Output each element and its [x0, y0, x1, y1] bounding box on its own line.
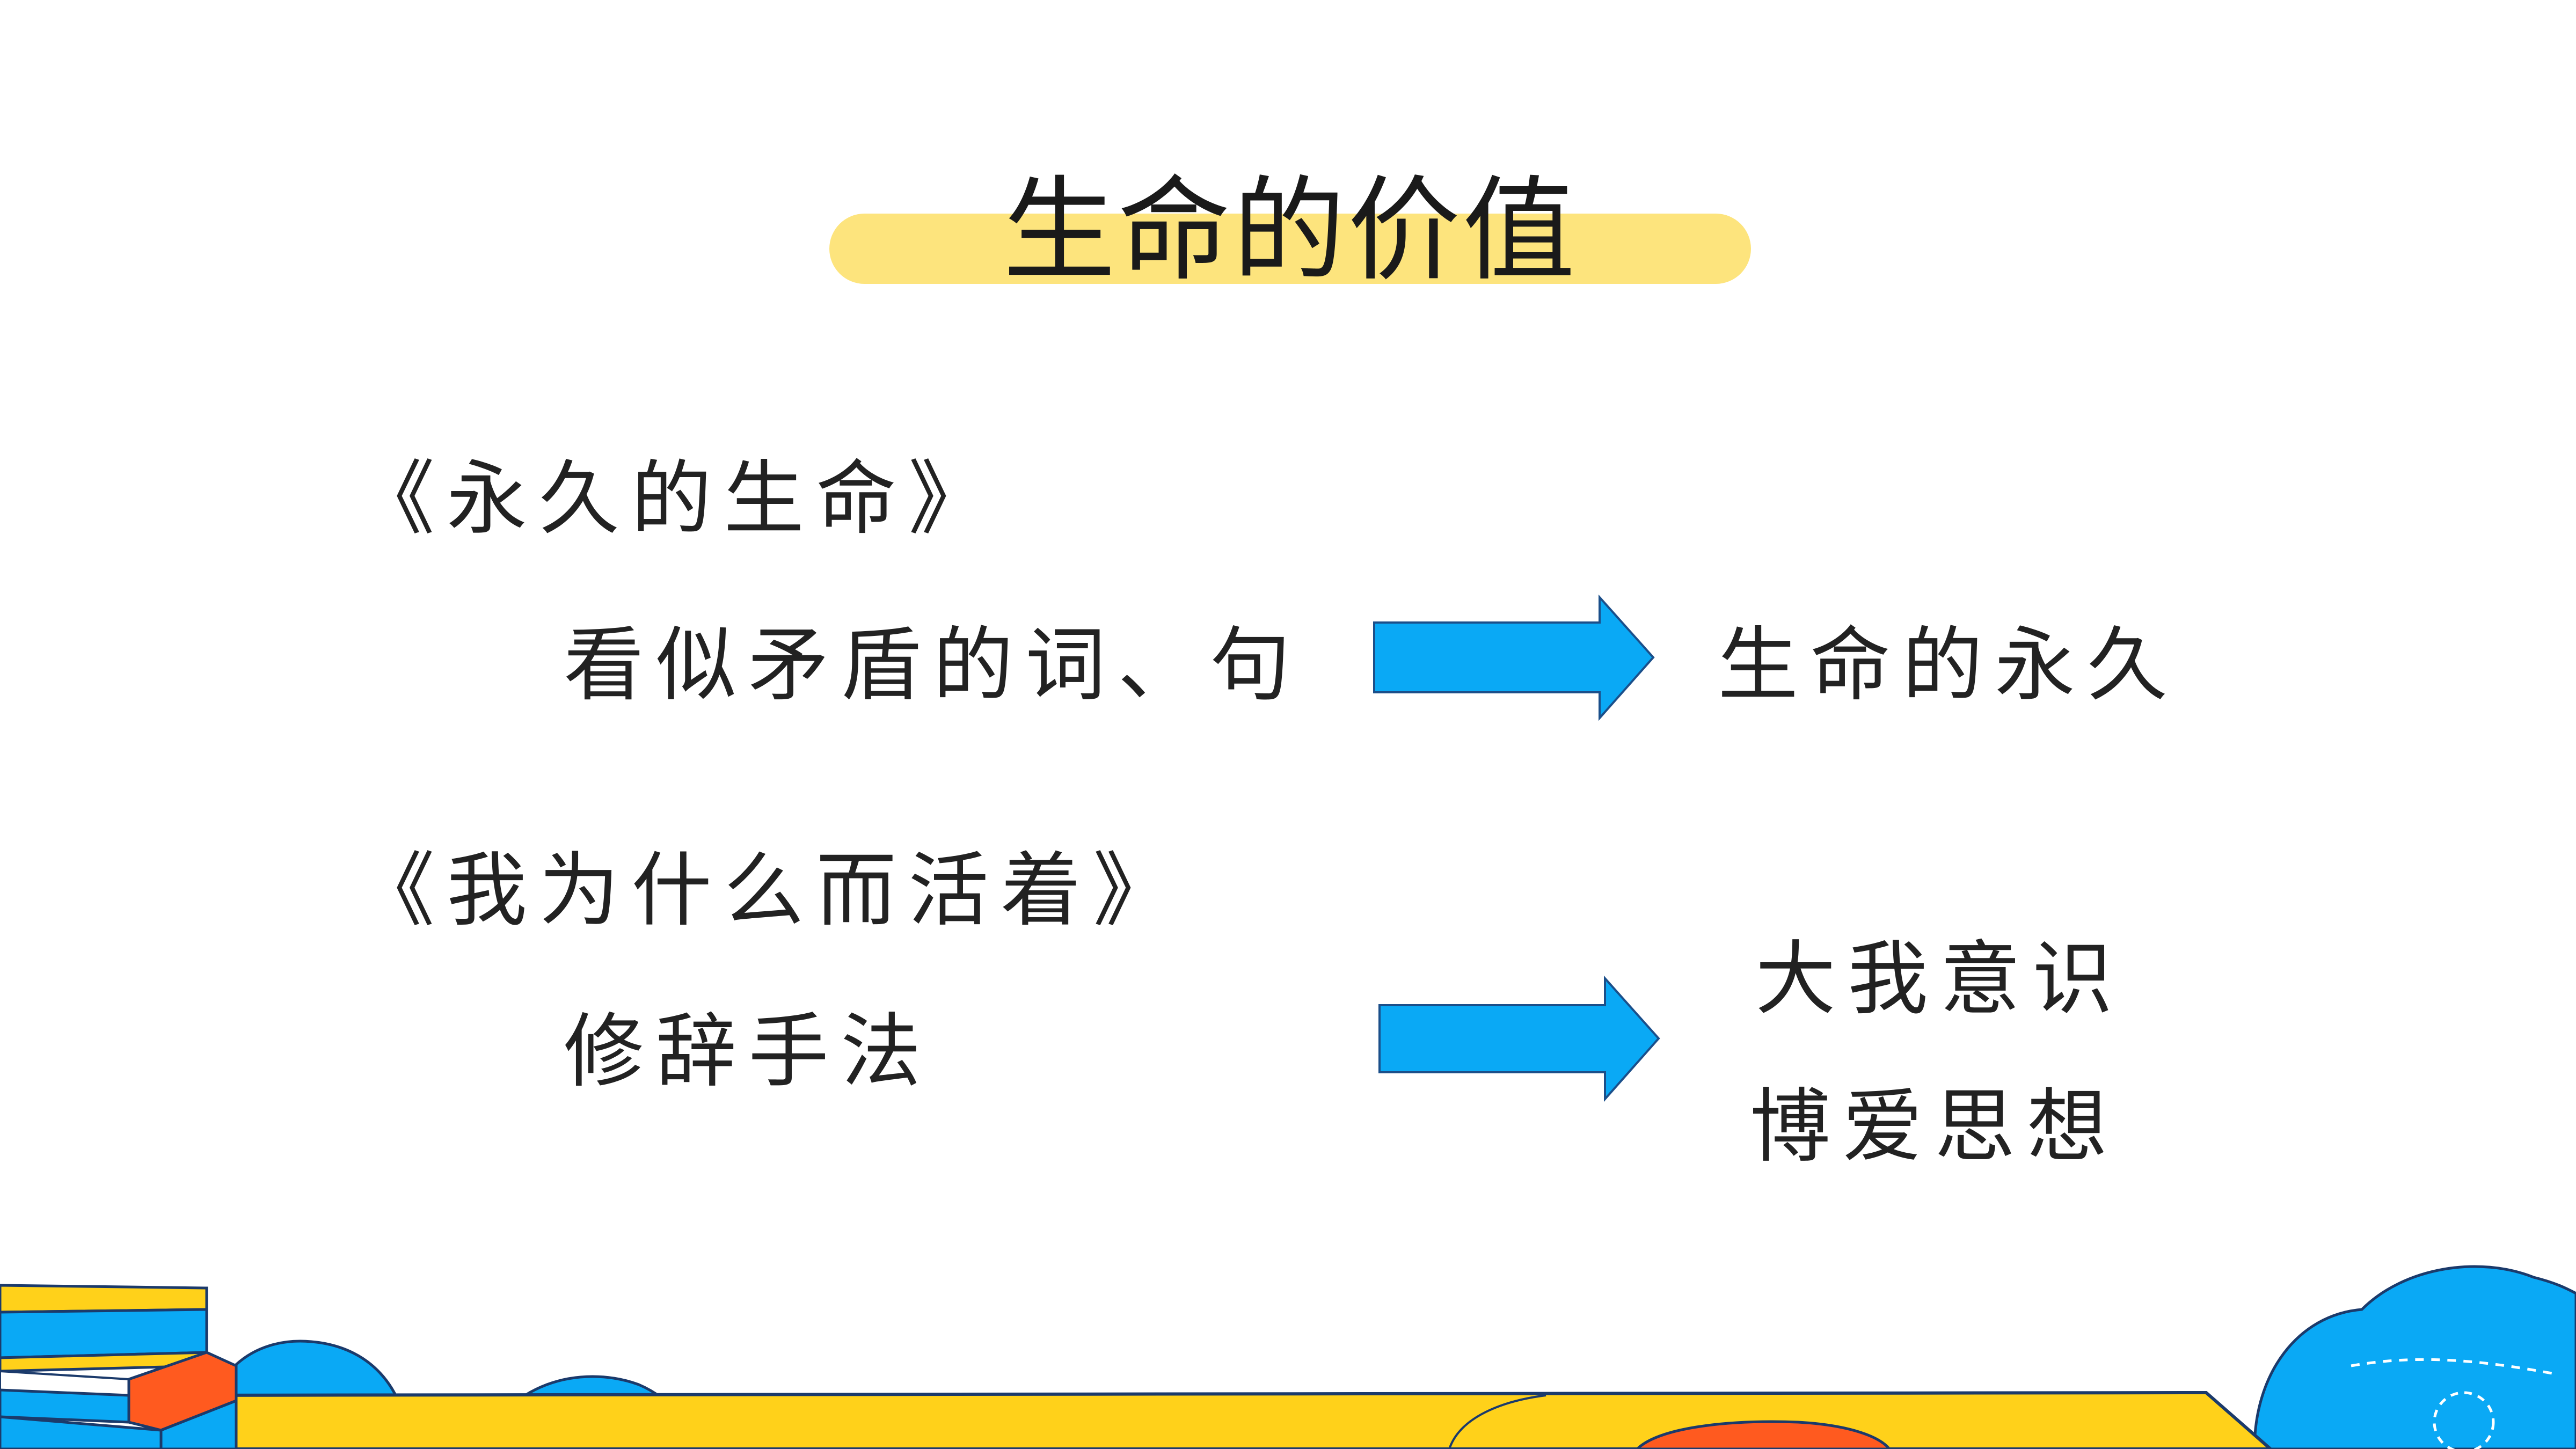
section2-right-line1: 大我意识: [1755, 933, 2125, 1026]
slide-title: 生命的价值: [1003, 165, 1578, 296]
section2-left-text: 修辞手法: [564, 1005, 933, 1099]
title-highlight-bar: [829, 214, 1751, 284]
arrow-right-icon: [1378, 976, 1660, 1102]
arrow-right-icon: [1373, 595, 1655, 721]
section1-left-text: 看似矛盾的词、句: [564, 619, 1303, 712]
section1-right-text: 生命的永久: [1718, 619, 2180, 712]
section2-heading: 《我为什么而活着》: [354, 844, 1186, 938]
section2-right-line2: 博爱思想: [1750, 1080, 2120, 1174]
section1-heading: 《永久的生命》: [354, 452, 1001, 546]
